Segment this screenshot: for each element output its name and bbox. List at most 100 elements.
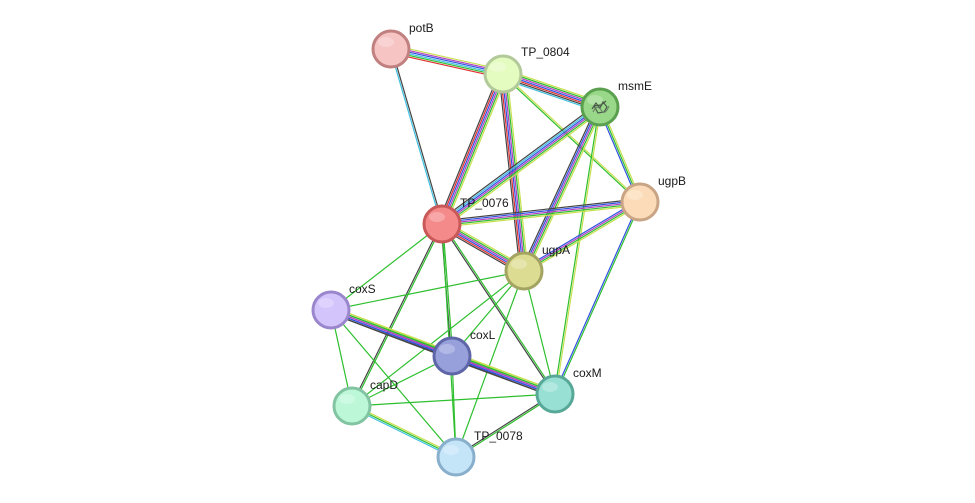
edge-TP_0076-capD[interactable] (350, 223, 444, 407)
edge-line-blue (441, 105, 600, 224)
edge-line-red (389, 52, 503, 79)
edge-line-green (330, 270, 525, 311)
edge-TP_0804-TP_0076[interactable] (437, 72, 508, 226)
node-circle[interactable] (422, 204, 462, 244)
edge-line-yellow (444, 109, 603, 228)
node-circle[interactable] (311, 290, 351, 330)
node-label: TP_0804 (521, 45, 570, 59)
edge-line-green (523, 270, 556, 395)
node-label: coxL (470, 328, 496, 342)
node-label: TP_0076 (460, 196, 509, 210)
edge-line-black (520, 105, 598, 270)
edge-line-purple (503, 73, 526, 271)
edge-line-black (391, 48, 444, 224)
edge-line-green (555, 202, 642, 395)
node-ugpA[interactable]: ugpA (504, 243, 570, 291)
edge-potB-TP_0076[interactable] (389, 48, 444, 225)
edge-line-yellow (391, 44, 505, 71)
edge-line-yellow (445, 75, 508, 226)
edge-ugpA-coxS[interactable] (330, 270, 525, 311)
node-label: coxM (573, 366, 602, 380)
node-highlight (627, 190, 643, 200)
edge-ugpB-TP_0076[interactable] (441, 198, 641, 228)
edge-msmE-ugpA[interactable] (520, 105, 604, 273)
node-circle[interactable] (332, 386, 372, 426)
node-highlight (318, 298, 334, 308)
edge-line-black (350, 223, 442, 406)
node-label: coxS (349, 282, 376, 296)
nodes-layer: potB TP_0804 msmE ugpB TP_0076 ugpA coxS coxL co… (311, 21, 686, 477)
edge-line-cyan (440, 104, 599, 223)
node-circle[interactable] (535, 374, 575, 414)
node-potB[interactable]: potB (371, 21, 434, 69)
edge-line-purple (523, 106, 601, 272)
node-circle[interactable] (620, 182, 660, 222)
node-circle[interactable] (483, 54, 523, 94)
edge-line-red (500, 74, 523, 272)
node-coxS[interactable]: coxS (311, 282, 376, 330)
edge-line-black (441, 198, 640, 222)
edge-msmE-TP_0076[interactable] (439, 103, 603, 228)
edge-line-green (553, 106, 600, 394)
edge-line-yellow (503, 72, 641, 202)
node-highlight (339, 394, 355, 404)
edge-msmE-coxM[interactable] (553, 106, 602, 395)
node-capD[interactable]: capD (332, 378, 398, 426)
edge-line-blue (440, 73, 503, 224)
node-circle[interactable] (436, 437, 476, 477)
edge-coxS-TP_0078[interactable] (330, 309, 457, 458)
node-TP_0078[interactable]: TP_0078 (436, 429, 523, 477)
node-highlight (587, 95, 603, 105)
edge-line-blue (522, 199, 640, 270)
edge-line-green (456, 394, 556, 459)
edge-line-green (502, 74, 640, 204)
node-TP_0076[interactable]: TP_0076 (422, 196, 509, 244)
node-coxM[interactable]: coxM (535, 366, 602, 414)
node-coxL[interactable]: coxL (432, 328, 496, 376)
edge-ugpB-ugpA[interactable] (522, 199, 642, 274)
edge-line-green (351, 393, 556, 407)
node-highlight (439, 344, 455, 354)
node-highlight (511, 259, 527, 269)
edge-line-cyan (389, 49, 442, 225)
edge-line-green (352, 224, 444, 407)
edge-line-black (437, 72, 500, 223)
edge-coxM-TP_0078[interactable] (455, 392, 556, 459)
node-label: TP_0078 (474, 429, 523, 443)
edge-line-blue (522, 106, 600, 271)
edge-line-purple (523, 200, 640, 271)
node-label: ugpA (542, 243, 570, 257)
edge-ugpA-capD[interactable] (351, 270, 525, 407)
edge-line-black (440, 224, 555, 395)
edge-line-green (330, 309, 457, 458)
node-ugpB[interactable]: ugpB (620, 174, 686, 222)
node-label: msmE (618, 79, 652, 93)
edge-line-yellow (526, 108, 604, 273)
node-circle[interactable] (371, 29, 411, 69)
edge-ugpA-TP_0078[interactable] (455, 270, 525, 458)
edge-ugpB-coxM[interactable] (553, 201, 642, 395)
node-circle[interactable] (504, 251, 544, 291)
node-TP_0804[interactable]: TP_0804 (483, 45, 570, 94)
edge-TP_0804-ugpB[interactable] (502, 72, 641, 204)
edge-line-purple (441, 201, 641, 225)
edge-coxM-capD[interactable] (351, 393, 556, 407)
edge-line-green (524, 107, 602, 272)
edge-line-black (455, 392, 555, 457)
edge-TP_0076-coxS[interactable] (330, 223, 443, 311)
edge-TP_0076-coxM[interactable] (440, 223, 557, 395)
edge-line-green (455, 270, 525, 458)
node-circle[interactable] (432, 336, 472, 376)
node-highlight (378, 37, 394, 47)
edge-ugpA-coxM[interactable] (523, 270, 556, 395)
edge-line-yellow (524, 203, 642, 274)
node-label: potB (409, 21, 434, 35)
edge-line-black (439, 103, 598, 222)
node-highlight (429, 212, 445, 222)
node-highlight (443, 445, 459, 455)
edge-line-green (443, 108, 602, 227)
node-msmE[interactable]: msmE (580, 79, 652, 127)
edge-line-green (351, 270, 525, 407)
edge-line-green (442, 223, 557, 394)
